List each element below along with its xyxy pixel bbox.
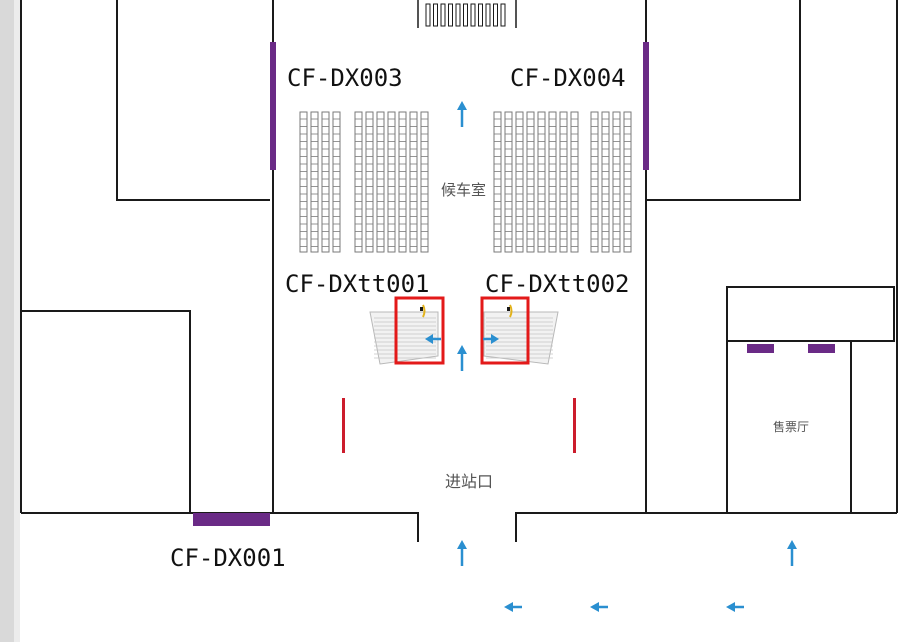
bench-rows bbox=[299, 111, 632, 253]
arrow-left-icon bbox=[425, 334, 441, 344]
bench-column bbox=[299, 111, 308, 253]
highlight-box-dxtt002 bbox=[480, 296, 530, 365]
wall-bottom-left bbox=[21, 512, 419, 542]
bench-column bbox=[515, 111, 524, 253]
label-dx003: CF-DX003 bbox=[287, 64, 403, 92]
top-door-slats bbox=[425, 3, 506, 27]
bench-column bbox=[365, 111, 374, 253]
bench-column bbox=[559, 111, 568, 253]
marker-right-dot bbox=[507, 307, 510, 311]
label-waiting-room: 候车室 bbox=[441, 181, 486, 199]
bench-column bbox=[612, 111, 621, 253]
bench-column bbox=[493, 111, 502, 253]
bench-column bbox=[398, 111, 407, 253]
label-dx001: CF-DX001 bbox=[170, 544, 286, 572]
wall-left-mid-room bbox=[21, 310, 191, 513]
wall-top-left-room bbox=[116, 0, 270, 201]
bench-column bbox=[526, 111, 535, 253]
bench-column bbox=[376, 111, 385, 253]
bench-column bbox=[387, 111, 396, 253]
arrow-left-icon bbox=[726, 602, 744, 612]
bench-column bbox=[332, 111, 341, 253]
label-dxtt001: CF-DXtt001 bbox=[285, 270, 430, 298]
label-dx004: CF-DX004 bbox=[510, 64, 626, 92]
ad-board-right-wall bbox=[643, 42, 649, 170]
ad-boards bbox=[193, 42, 835, 526]
top-door bbox=[417, 0, 517, 28]
bench-column bbox=[310, 111, 319, 253]
left-margin-bar-inner bbox=[14, 0, 20, 642]
arrow-up-icon bbox=[457, 101, 467, 127]
bench-column bbox=[601, 111, 610, 253]
arrow-left-icon bbox=[504, 602, 522, 612]
bench-column bbox=[409, 111, 418, 253]
escalator-left bbox=[369, 311, 439, 365]
wall-bottom-right bbox=[515, 512, 897, 542]
bench-column bbox=[623, 111, 632, 253]
left-margin-bar bbox=[0, 0, 14, 642]
arrow-up-icon bbox=[787, 540, 797, 566]
ad-board-right-room-2 bbox=[808, 344, 835, 353]
barrier-left bbox=[342, 398, 345, 453]
wall-right-room-box bbox=[726, 286, 895, 342]
ad-board-bottom-left bbox=[193, 513, 270, 526]
arrow-up-icon bbox=[457, 540, 467, 566]
label-entrance: 进站口 bbox=[445, 472, 493, 491]
escalator-right bbox=[483, 311, 559, 365]
label-ticket-hall: 售票厅 bbox=[773, 419, 809, 434]
bench-column bbox=[321, 111, 330, 253]
wall-top-right-room bbox=[646, 0, 801, 201]
arrow-left-icon bbox=[590, 602, 608, 612]
bench-column bbox=[548, 111, 557, 253]
highlight-box-dxtt001 bbox=[394, 296, 445, 365]
ad-board-right-room-1 bbox=[747, 344, 774, 353]
barrier-right bbox=[573, 398, 576, 453]
arrow-up-icon bbox=[457, 345, 467, 371]
bench-column bbox=[590, 111, 599, 253]
ad-board-left-wall bbox=[270, 42, 276, 170]
bench-column bbox=[420, 111, 429, 253]
arrows bbox=[425, 101, 797, 612]
bench-column bbox=[354, 111, 363, 253]
marker-left-dot bbox=[420, 307, 423, 311]
walls bbox=[20, 0, 898, 542]
bench-column bbox=[570, 111, 579, 253]
marker-left bbox=[422, 304, 426, 318]
label-dxtt002: CF-DXtt002 bbox=[485, 270, 630, 298]
bench-column bbox=[504, 111, 513, 253]
bench-column bbox=[537, 111, 546, 253]
marker-right bbox=[509, 304, 513, 318]
arrow-right-icon bbox=[483, 334, 499, 344]
